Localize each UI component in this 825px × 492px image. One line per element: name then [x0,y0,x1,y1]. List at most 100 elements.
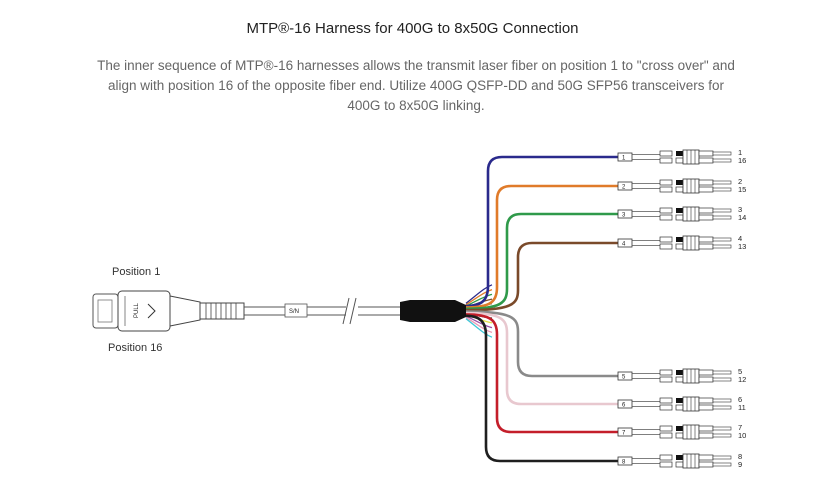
lc-ferrule [698,425,714,432]
branch-tag [617,209,633,219]
lc-boot [676,370,683,375]
lc-ferrule [698,214,714,221]
lc-ferrule-tip [712,151,732,156]
lc-label-box [659,376,673,383]
lc-ferrule [698,397,714,404]
branch-tag [617,456,633,466]
branch-fiber-4 [464,241,620,312]
lc-label-box [659,207,673,214]
branch-tag [617,371,633,381]
lc-boot [675,404,684,411]
lc-ferrule [698,186,714,193]
lc-ferrule [698,179,714,186]
inner-fiber [465,316,493,334]
lc-label-box [659,432,673,439]
lc-ferrule-tip [712,377,732,382]
lc-label-box [659,214,673,221]
lc-ferrule [698,376,714,383]
branch-tag [617,152,633,162]
inner-fiber [465,288,493,306]
lc-boot [675,432,684,439]
branch-fiber-7 [464,313,620,434]
lc-ferrule [698,461,714,468]
lc-ferrule-tip [712,433,732,438]
fiber-number-bottom: 14 [738,213,746,222]
lc-boot [675,461,684,468]
lc-boot [675,376,684,383]
branch-fiber-6 [464,311,620,406]
lc-boot [675,243,684,250]
branch-tag-number: 7 [622,431,626,437]
lc-label-box [659,243,673,250]
lc-ferrule-tip [712,370,732,375]
lc-boot [675,157,684,164]
lc-ferrule-tip [712,426,732,431]
inner-fiber [465,284,493,304]
branch-fiber-3 [464,212,620,311]
branch-tag [617,238,633,248]
fiber-number-top: 6 [738,395,742,404]
branch-fiber-8 [464,314,620,463]
lc-boot [676,151,683,156]
lc-ferrule-tip [712,398,732,403]
fiber-number-bottom: 15 [738,185,746,194]
lc-ferrule [698,454,714,461]
lc-ferrule-tip [712,455,732,460]
branch-tag-number: 3 [622,213,626,219]
fiber-number-bottom: 13 [738,242,746,251]
lc-label-box [659,404,673,411]
lc-label-box [659,397,673,404]
lc-label-box [659,369,673,376]
lc-boot [676,398,683,403]
lc-boot [676,455,683,460]
branch-tag [617,427,633,437]
breakout-boot [400,300,466,322]
lc-boot [675,214,684,221]
lc-connector-8: 889 [617,452,742,469]
branch-fiber-1 [464,155,620,308]
lc-label-box [659,186,673,193]
lc-ferrule [698,157,714,164]
pull-label: PULL [134,302,140,318]
lc-boot [676,426,683,431]
fiber-routes [464,155,620,463]
position-16-label: Position 16 [108,342,162,354]
position-1-label: Position 1 [112,266,160,278]
fiber-number-bottom: 12 [738,375,746,384]
fiber-number-top: 8 [738,452,742,461]
lc-boot [676,237,683,242]
lc-ferrule-tip [712,180,732,185]
lc-ferrule-tip [712,158,732,163]
lc-boot [675,186,684,193]
fiber-number-bottom: 16 [738,156,746,165]
branch-fiber-5 [464,310,620,378]
page-title: MTP®-16 Harness for 400G to 8x50G Connec… [246,20,579,37]
lc-ferrule [698,243,714,250]
branch-tag-number: 6 [622,403,626,409]
lc-label-box [659,236,673,243]
branch-tag-number: 5 [622,375,626,381]
fiber-number-bottom: 9 [738,460,742,469]
branch-tag-number: 8 [622,460,626,466]
lc-ferrule-tip [712,244,732,249]
lc-label-box [659,454,673,461]
branch-tag-number: 4 [622,242,626,248]
serial-label: S/N [289,309,299,315]
lc-ferrule-tip [712,208,732,213]
lc-ferrule [698,404,714,411]
inner-fiber [465,315,493,329]
lc-ferrule [698,369,714,376]
fiber-number-top: 7 [738,423,742,432]
lc-boot [676,208,683,213]
branch-fiber-2 [464,184,620,309]
fiber-number-top: 3 [738,205,742,214]
lc-ferrule-tip [712,462,732,467]
lc-label-box [659,179,673,186]
lc-ferrule-tip [712,237,732,242]
